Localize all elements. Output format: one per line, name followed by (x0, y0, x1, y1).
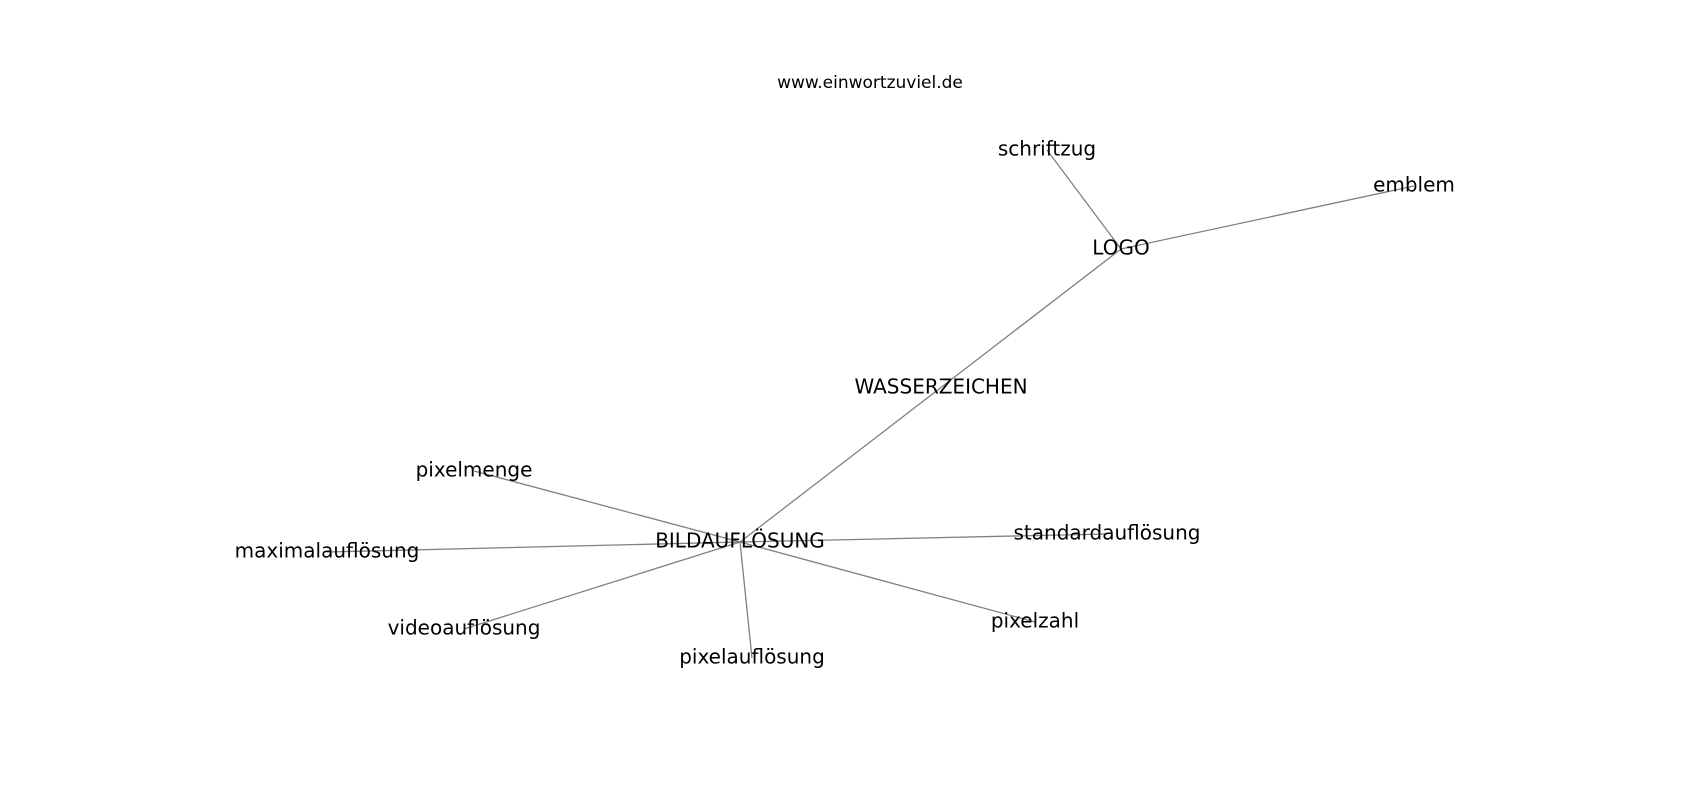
node-label-pixelzahl: pixelzahl (991, 609, 1079, 633)
node-label-pixelaufloesung: pixelauflösung (679, 645, 825, 669)
node-label-standardaufloesung: standardauflösung (1014, 521, 1201, 545)
edge-bildaufloesung-pixelzahl (739, 541, 1036, 623)
edge-bildaufloesung-maximalaufloesung (326, 541, 741, 553)
edge-logo-bildaufloesung (739, 248, 1122, 543)
edges-layer (326, 149, 1415, 659)
node-label-schriftzug: schriftzug (998, 137, 1096, 161)
edge-bildaufloesung-videoaufloesung (463, 541, 741, 630)
node-label-emblem: emblem (1373, 173, 1455, 197)
node-label-bildaufloesung: BILDAUFLÖSUNG (655, 529, 825, 553)
edge-bildaufloesung-pixelaufloesung (739, 541, 753, 659)
source-url-text: www.einwortzuviel.de (777, 73, 963, 93)
edge-logo-schriftzug (1046, 149, 1122, 250)
edge-bildaufloesung-standardaufloesung (739, 533, 1108, 543)
node-label-maximalaufloesung: maximalauflösung (235, 539, 420, 563)
node-label-videoaufloesung: videoauflösung (388, 616, 541, 640)
node-label-logo: LOGO (1092, 236, 1149, 260)
edge-logo-emblem (1120, 185, 1415, 250)
node-label-wasserzeichen: WASSERZEICHEN (854, 375, 1027, 399)
edge-bildaufloesung-pixelmenge (473, 470, 741, 543)
node-label-pixelmenge: pixelmenge (416, 458, 533, 482)
